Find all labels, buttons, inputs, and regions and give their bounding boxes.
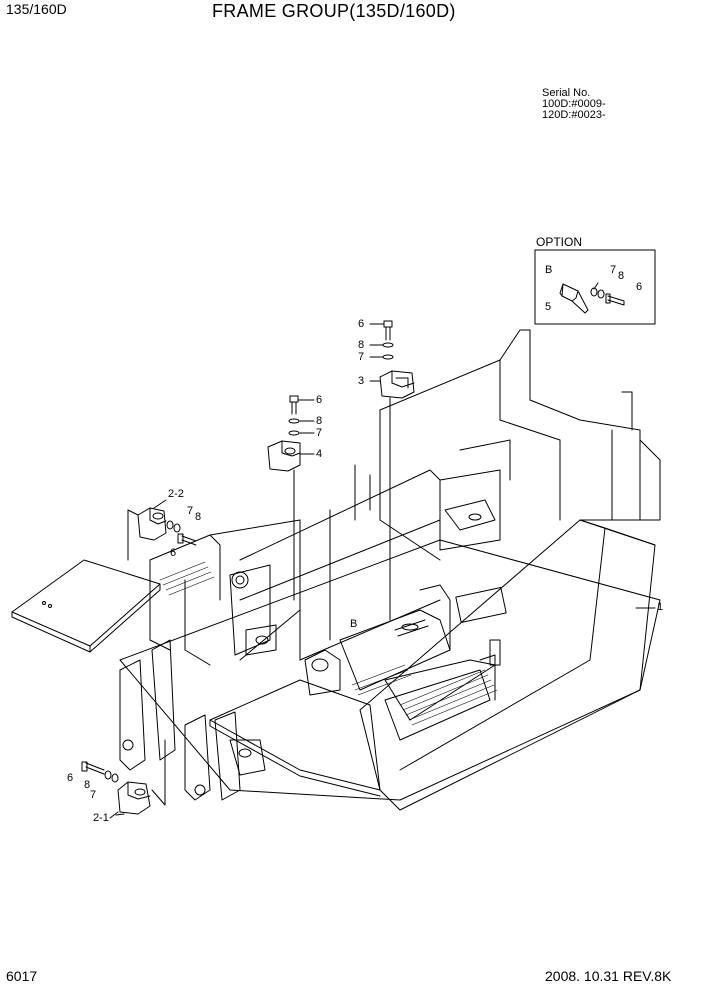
part-2-1-bracket — [117, 781, 151, 815]
callout-7: 7 — [90, 789, 97, 801]
revision-date: 2008. 10.31 REV.8K — [545, 968, 672, 984]
callout-6: 6 — [316, 394, 323, 406]
callout-7: 7 — [316, 427, 323, 439]
part-4-bracket — [267, 440, 301, 472]
left-step-plate — [11, 559, 161, 653]
page-title: FRAME GROUP(135D/160D) — [212, 1, 456, 21]
option-box — [534, 249, 656, 325]
callout-7: 7 — [187, 505, 194, 517]
part-4-fasteners — [288, 395, 315, 455]
option-heading: OPTION — [536, 235, 583, 249]
callout-2-1: 2-1 — [93, 812, 109, 824]
callout-8: 8 — [316, 415, 323, 427]
serial-line-100d: 100D:#0009- — [542, 98, 606, 110]
callout-8: 8 — [84, 779, 91, 791]
callout-1: 1 — [657, 601, 664, 613]
serial-heading: Serial No. — [542, 87, 591, 99]
callout-6: 6 — [358, 318, 365, 330]
step-perforation — [159, 561, 498, 726]
option-label-5: 5 — [545, 301, 552, 313]
option-label-6: 6 — [636, 281, 643, 293]
callout-8: 8 — [195, 511, 202, 523]
model-code: 135/160D — [6, 1, 67, 17]
option-fasteners — [590, 287, 625, 306]
page-number: 6017 — [6, 968, 38, 984]
serial-line-120d: 120D:#0023- — [542, 109, 606, 121]
callout-2-2: 2-2 — [168, 488, 184, 500]
callout-8: 8 — [358, 339, 365, 351]
callout-3: 3 — [358, 375, 365, 387]
option-label-8: 8 — [618, 270, 625, 282]
part-3-bracket — [379, 370, 415, 399]
serial-number-block: Serial No. 100D:#0009- 120D:#0023- — [542, 88, 606, 121]
main-frame — [119, 329, 661, 811]
callout-7: 7 — [358, 351, 365, 363]
part-2-2-bracket — [137, 507, 167, 541]
part-2-2-fasteners — [166, 520, 197, 546]
callout-6: 6 — [170, 547, 177, 559]
callout-b: B — [350, 618, 358, 630]
part-3-fasteners — [369, 320, 394, 382]
callout-6: 6 — [67, 772, 74, 784]
part-2-1-fasteners — [81, 761, 119, 783]
option-label-7: 7 — [610, 264, 617, 276]
callout-4: 4 — [316, 448, 323, 460]
option-label-b: B — [545, 264, 553, 276]
option-bracket-5 — [559, 283, 589, 314]
